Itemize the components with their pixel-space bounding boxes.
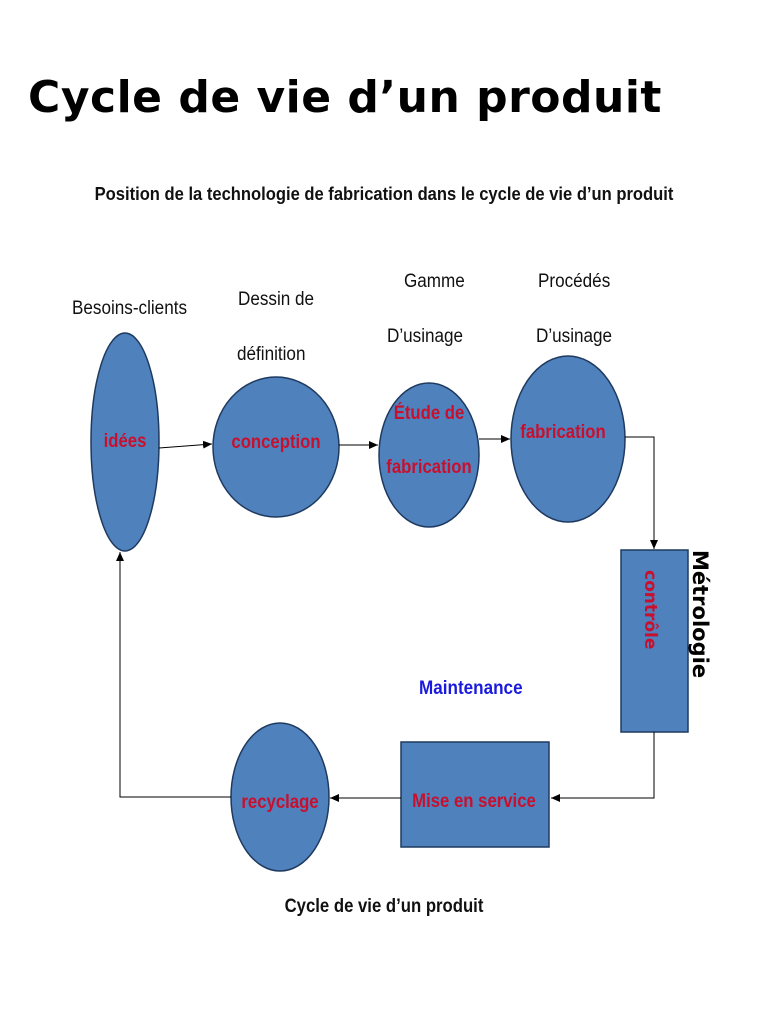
node-conception-label: conception [231,432,321,453]
node-fabrication-label: fabrication [520,422,606,443]
arrow-recyclage-idees [116,552,231,798]
label-gamme-line2: D’usinage [387,326,464,347]
label-procedes-line1: Procédés [538,271,611,292]
node-controle [620,549,689,733]
node-fabrication [510,355,626,523]
diagram-caption: Cycle de vie d’un produit [284,896,484,917]
node-idees [90,332,160,552]
page-title: Cycle de vie d’un produit [28,72,662,123]
node-mise-en-service [400,741,550,848]
node-mise-en-service-label: Mise en service [412,791,536,812]
node-etude-de-fabrication [378,382,480,528]
label-besoins-clients: Besoins-clients [72,298,188,319]
arrow-idees-conception [158,440,213,449]
arrow-fabrication-controle [625,436,658,549]
page-subtitle: Position de la technologie de fabricatio… [94,184,674,204]
label-gamme-line1: Gamme [404,271,465,292]
node-etude-label-line1: Étude de [393,403,465,424]
node-etude-label-line2: fabrication [386,457,472,478]
label-metrologie: Métrologie [688,550,712,679]
label-dessin-line1: Dessin de [238,289,315,310]
label-dessin-line2: définition [237,344,306,365]
node-idees-label: idées [103,431,147,452]
node-controle-label: contrôle [640,570,660,650]
arrow-controle-mise-en-service [551,732,655,802]
node-conception [212,376,340,518]
node-recyclage-label: recyclage [241,792,319,813]
label-maintenance: Maintenance [419,678,523,699]
label-procedes-line2: D’usinage [536,326,613,347]
